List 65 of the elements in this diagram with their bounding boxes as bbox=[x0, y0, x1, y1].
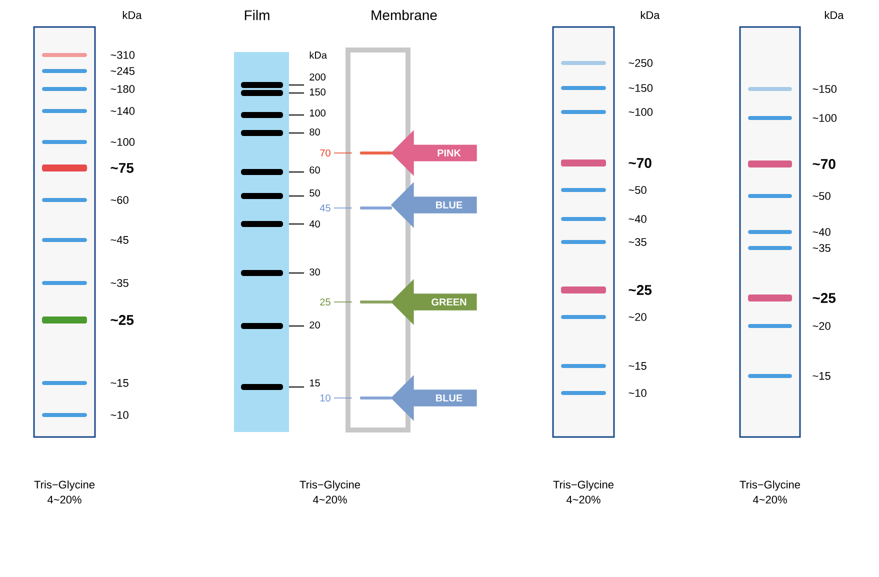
gel-caption: Tris−Glycine 4~20% bbox=[300, 480, 360, 504]
marker-label: ~25 bbox=[628, 285, 652, 295]
lane-heading: Film bbox=[244, 10, 270, 20]
marker-label: ~100 bbox=[812, 114, 837, 122]
marker-label: ~75 bbox=[110, 163, 134, 173]
marker-label: 30 bbox=[310, 268, 320, 276]
marker-label: 150 bbox=[310, 88, 326, 96]
marker-label: kDa bbox=[640, 10, 660, 20]
marker-label: ~310 bbox=[110, 51, 135, 59]
marker-label: kDa bbox=[824, 10, 844, 20]
marker-label: ~100 bbox=[628, 108, 653, 116]
marker-label: 80 bbox=[310, 128, 320, 136]
marker-label: ~20 bbox=[812, 322, 830, 330]
marker-label: ~60 bbox=[110, 196, 128, 204]
marker-label: ~25 bbox=[812, 293, 836, 303]
marker-label: ~150 bbox=[628, 84, 653, 92]
marker-label: ~35 bbox=[812, 244, 830, 252]
gel-lane bbox=[739, 26, 801, 438]
color-tag: BLUE bbox=[390, 375, 477, 421]
marker-label: ~15 bbox=[110, 379, 128, 387]
gel-caption: Tris−Glycine 4~20% bbox=[553, 480, 614, 504]
gel-lane bbox=[552, 26, 615, 438]
marker-label: 10 bbox=[320, 394, 330, 402]
marker-label: ~50 bbox=[628, 186, 646, 194]
gel-lane bbox=[33, 26, 96, 438]
marker-label: ~100 bbox=[110, 138, 135, 146]
film-lane bbox=[234, 52, 289, 432]
marker-label: ~140 bbox=[110, 107, 135, 115]
marker-label: ~20 bbox=[628, 313, 646, 321]
marker-label: ~35 bbox=[110, 279, 128, 287]
marker-label: ~70 bbox=[812, 159, 836, 169]
marker-label: 45 bbox=[320, 204, 330, 212]
membrane-lane bbox=[346, 48, 410, 432]
marker-label: kDa bbox=[310, 51, 327, 59]
marker-label: 100 bbox=[310, 109, 326, 117]
marker-label: ~15 bbox=[628, 362, 646, 370]
marker-label: ~10 bbox=[628, 389, 646, 397]
marker-label: 60 bbox=[310, 166, 320, 174]
marker-label: ~70 bbox=[628, 158, 652, 168]
marker-label: 70 bbox=[320, 149, 330, 157]
marker-label: ~180 bbox=[110, 85, 135, 93]
marker-label: ~40 bbox=[812, 228, 830, 236]
gel-caption: Tris−Glycine 4~20% bbox=[34, 480, 95, 504]
marker-label: 25 bbox=[320, 298, 330, 306]
marker-label: ~50 bbox=[812, 192, 830, 200]
marker-label: ~35 bbox=[628, 238, 646, 246]
marker-label: ~250 bbox=[628, 59, 653, 67]
marker-label: ~45 bbox=[110, 236, 128, 244]
marker-label: 20 bbox=[310, 321, 320, 329]
marker-label: 200 bbox=[310, 73, 326, 81]
gel-caption: Tris−Glycine 4~20% bbox=[740, 480, 800, 504]
marker-label: ~25 bbox=[110, 315, 134, 325]
color-tag: GREEN bbox=[390, 279, 477, 325]
marker-label: 50 bbox=[310, 189, 320, 197]
marker-label: ~245 bbox=[110, 67, 134, 75]
marker-label: 40 bbox=[309, 220, 320, 228]
marker-label: ~150 bbox=[812, 85, 837, 93]
lane-heading: Membrane bbox=[372, 10, 437, 20]
marker-label: kDa bbox=[122, 10, 142, 20]
marker-label: ~40 bbox=[628, 215, 646, 223]
marker-label: ~15 bbox=[812, 372, 830, 380]
color-tag: BLUE bbox=[390, 182, 477, 228]
marker-label: 15 bbox=[310, 380, 320, 386]
marker-label: ~10 bbox=[110, 411, 128, 419]
color-tag: PINK bbox=[390, 130, 477, 176]
